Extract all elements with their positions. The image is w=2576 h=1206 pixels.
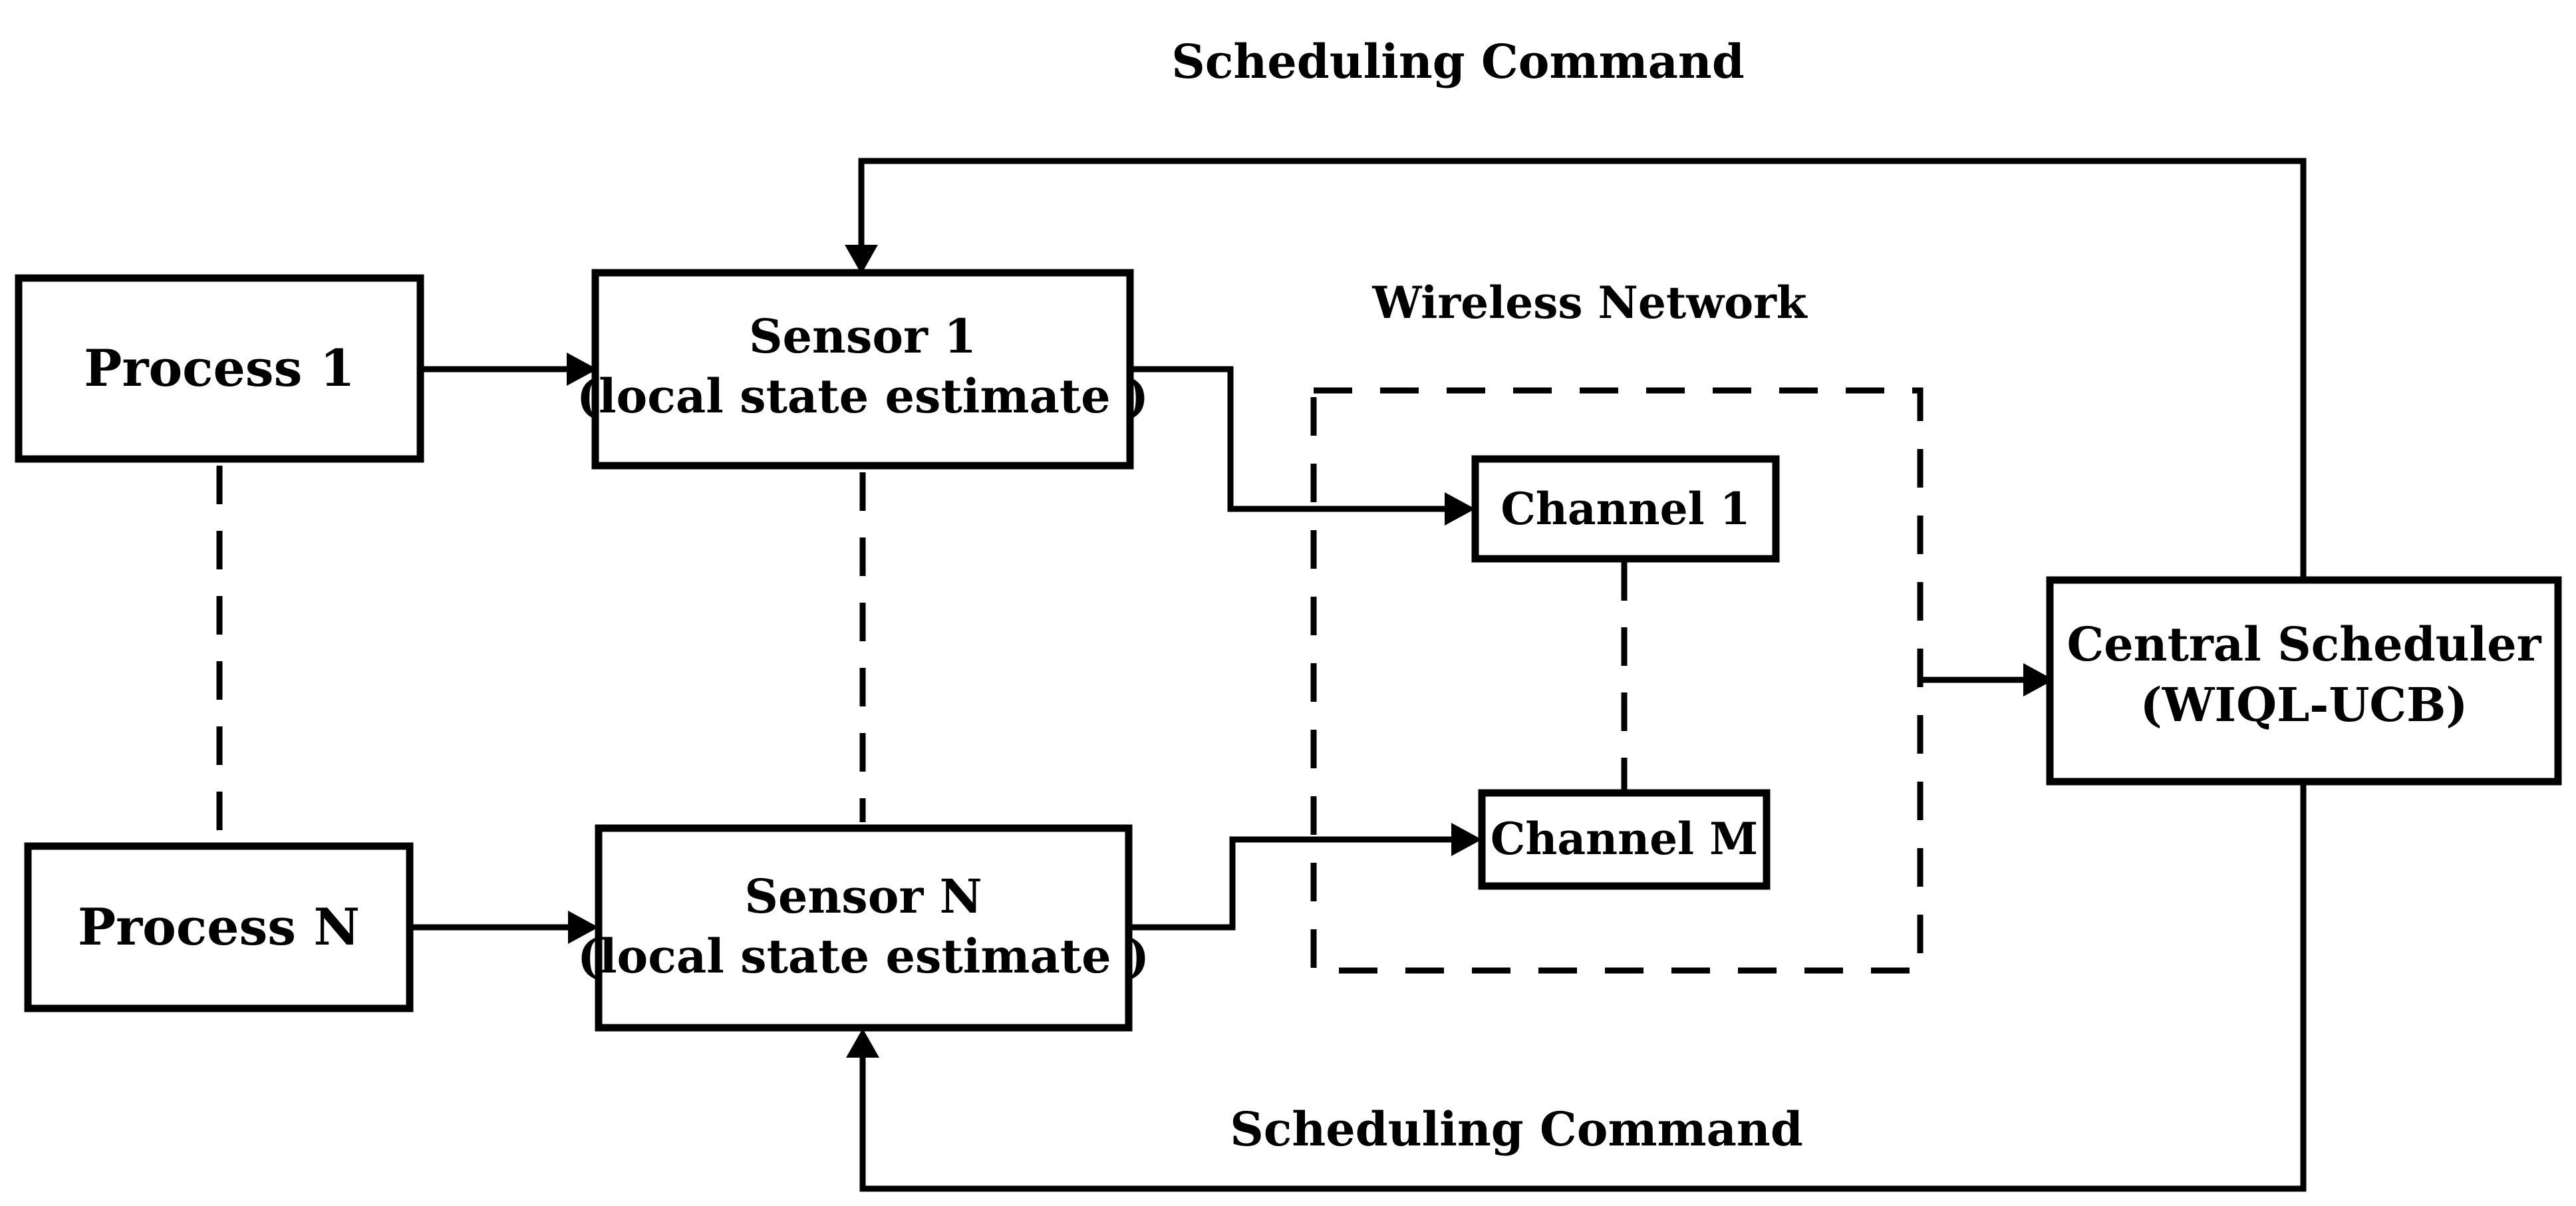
sensor-1-title: Sensor 1 <box>749 309 976 364</box>
arrow-head-sensor-n-to-channel-m <box>1451 823 1482 856</box>
sensor-n-subtitle: (local state estimate ) <box>577 929 1149 984</box>
arrow-into-sensor-1-top <box>845 245 878 274</box>
sensor-1-node: Sensor 1 (local state estimate ) <box>577 269 1149 470</box>
scheduling-command-top-connector <box>858 158 2307 580</box>
arrow-sensor-1-to-channel-1 <box>1130 366 1451 512</box>
arrow-head-sensor-1-to-channel-1 <box>1445 492 1475 526</box>
channel-1-label: Channel 1 <box>1501 483 1750 535</box>
process-n-node: Process N <box>24 842 414 1012</box>
sensor-n-node: Sensor N (local state estimate ) <box>577 824 1149 1032</box>
central-scheduler-node: Central Scheduler (WIQL-UCB) <box>2046 576 2562 786</box>
central-scheduler-title: Central Scheduler <box>2067 617 2541 672</box>
arrow-into-sensor-n-bottom <box>846 1028 879 1058</box>
central-scheduler-subtitle: (WIQL-UCB) <box>2140 677 2468 732</box>
channel-m-label: Channel M <box>1491 813 1758 865</box>
arrow-head-network-to-scheduler <box>2023 663 2054 696</box>
scheduling-command-bottom-label: Scheduling Command <box>1230 1102 1803 1157</box>
process-1-node: Process 1 <box>15 274 424 463</box>
wireless-network-label: Wireless Network <box>1371 277 1808 329</box>
sensor-n-title: Sensor N <box>744 869 982 924</box>
arrow-sensor-n-to-channel-m <box>1129 836 1458 931</box>
channel-1-node: Channel 1 <box>1471 455 1780 563</box>
scheduling-command-top-label: Scheduling Command <box>1171 34 1745 89</box>
process-1-label: Process 1 <box>84 339 355 398</box>
channel-m-node: Channel M <box>1478 789 1771 890</box>
scheduling-command-bottom-connector <box>859 782 2307 1192</box>
process-n-label: Process N <box>78 897 360 957</box>
sensor-1-subtitle: (local state estimate ) <box>577 369 1149 424</box>
arrow-head-process-n-to-sensor-n <box>568 911 599 944</box>
arrow-head-process-1-to-sensor-1 <box>567 353 597 386</box>
